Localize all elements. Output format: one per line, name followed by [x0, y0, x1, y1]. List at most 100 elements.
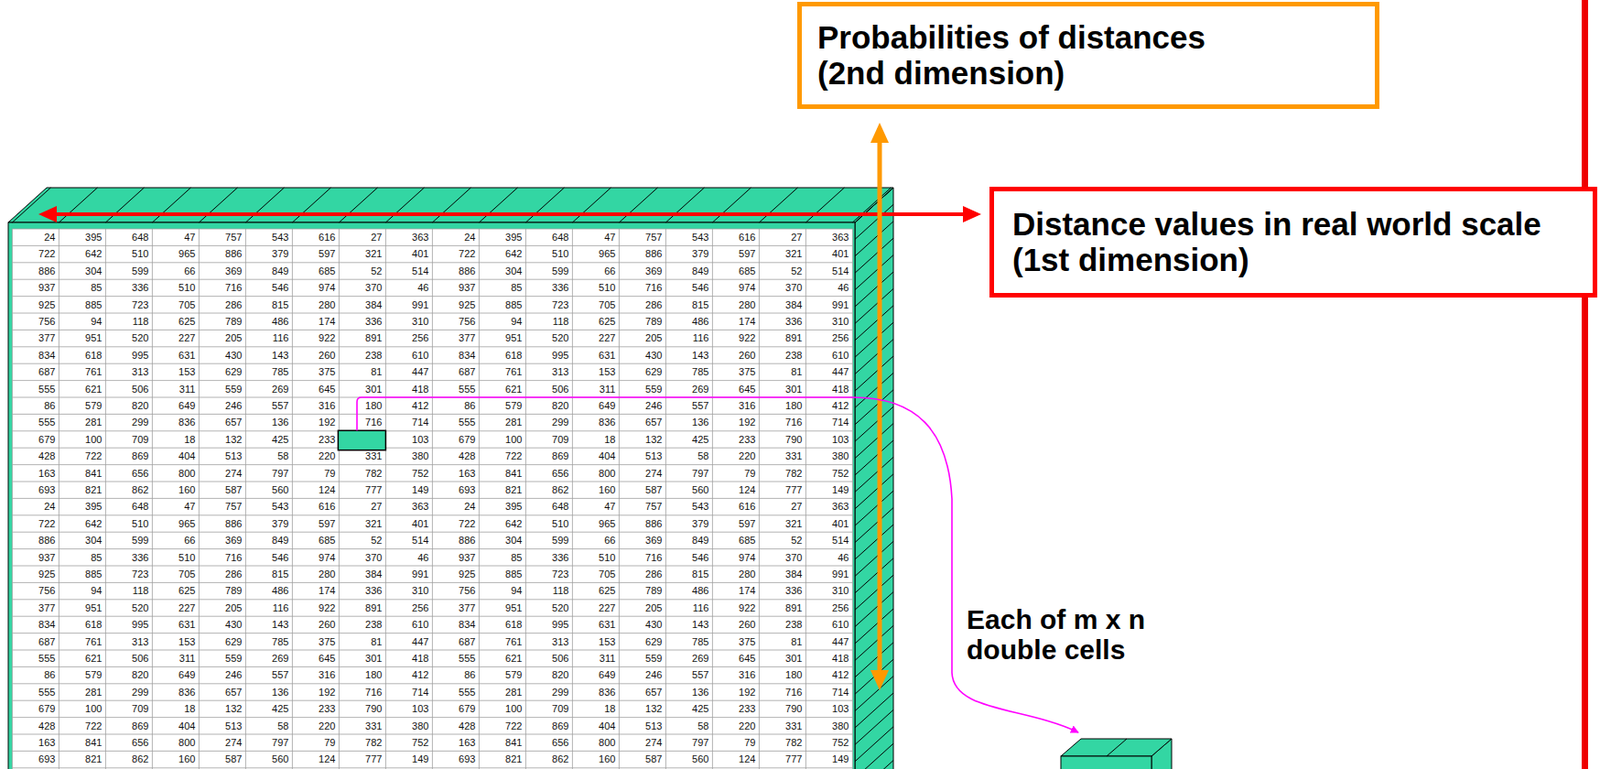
table-cell: 103 [805, 431, 853, 448]
table-cell: 951 [478, 329, 526, 346]
grid-line [712, 228, 714, 769]
table-cell: 311 [151, 380, 199, 398]
table-cell: 951 [58, 329, 106, 346]
table-cell: 597 [291, 515, 339, 532]
table-cell: 310 [805, 313, 853, 330]
grid-line [11, 497, 853, 499]
grid-line [11, 313, 853, 314]
table-cell: 722 [432, 515, 479, 532]
table-cell: 579 [478, 397, 526, 414]
table-cell: 885 [478, 565, 526, 583]
table-cell: 785 [665, 363, 713, 380]
table-cell: 299 [105, 683, 152, 701]
table-cell: 331 [758, 717, 806, 735]
grid-line [11, 767, 853, 768]
table-cell: 891 [338, 329, 386, 346]
table-cell: 991 [385, 296, 433, 314]
table-cell: 974 [712, 549, 759, 566]
table-cell: 58 [665, 447, 713, 465]
table-cell: 722 [58, 717, 106, 735]
table-cell: 965 [151, 515, 199, 532]
face-hatch [854, 187, 894, 223]
table-cell: 85 [58, 279, 106, 296]
face-hatch [618, 187, 658, 223]
table-cell: 797 [245, 464, 292, 482]
table-cell: 834 [11, 616, 59, 633]
table-cell: 81 [758, 633, 806, 650]
table-cell: 370 [338, 279, 386, 296]
table-cell: 205 [198, 599, 246, 617]
table-cell: 597 [712, 515, 759, 532]
table-cell: 546 [245, 279, 292, 296]
table-cell: 280 [712, 296, 759, 314]
table-cell: 246 [198, 666, 246, 683]
table-cell: 313 [525, 363, 573, 380]
table-cell: 238 [338, 616, 386, 633]
face-hatch [151, 187, 191, 223]
table-cell: 559 [618, 380, 666, 398]
table-cell: 256 [385, 329, 433, 346]
table-cell: 336 [338, 582, 386, 599]
table-cell: 543 [665, 228, 713, 246]
table-cell: 370 [758, 549, 806, 566]
table-cell: 336 [758, 313, 806, 330]
grid-line [11, 363, 853, 365]
table-cell: 836 [151, 683, 199, 701]
table-cell: 687 [11, 363, 59, 380]
table-cell: 192 [291, 683, 339, 701]
table-cell: 645 [712, 649, 759, 667]
table-cell: 246 [618, 397, 666, 414]
table-cell: 116 [245, 599, 292, 617]
table-cell: 756 [11, 313, 59, 330]
table-cell: 174 [291, 582, 339, 599]
table-cell: 886 [198, 515, 246, 532]
table-cell: 506 [105, 380, 152, 398]
grid-line [105, 228, 107, 769]
grid-line [11, 666, 853, 668]
table-cell: 301 [338, 649, 386, 667]
table-cell: 220 [712, 447, 759, 465]
table-cell: 100 [478, 700, 526, 717]
table-cell: 163 [432, 734, 479, 751]
table-cell: 227 [572, 599, 619, 617]
table-cell: 629 [618, 633, 666, 650]
table-cell: 370 [758, 279, 806, 296]
table-cell: 789 [618, 313, 666, 330]
table-cell: 301 [758, 649, 806, 667]
table-cell: 233 [712, 700, 759, 717]
table-cell: 153 [572, 633, 619, 650]
table-cell: 886 [198, 245, 246, 262]
table-cell: 192 [291, 413, 339, 431]
table-cell: 281 [478, 683, 526, 701]
table-cell: 299 [525, 413, 573, 431]
face-hatch [291, 187, 331, 223]
table-cell: 599 [525, 531, 573, 549]
table-cell: 513 [198, 717, 246, 735]
table-cell: 649 [151, 666, 199, 683]
grid-line [11, 598, 853, 600]
face-hatch [854, 255, 894, 291]
table-cell: 597 [712, 245, 759, 262]
table-cell: 922 [712, 329, 759, 346]
table-cell: 79 [712, 734, 759, 751]
face-hatch [854, 540, 894, 576]
grid-line [11, 716, 853, 718]
table-cell: 657 [198, 683, 246, 701]
table-cell: 849 [665, 531, 713, 549]
table-cell: 331 [758, 447, 806, 465]
table-cell: 316 [291, 397, 339, 414]
table-cell: 599 [105, 531, 152, 549]
table-cell: 379 [245, 515, 292, 532]
table-cell: 412 [385, 397, 433, 414]
table-cell: 621 [478, 649, 526, 667]
table-cell: 629 [198, 363, 246, 380]
table-cell: 116 [665, 599, 713, 617]
table-cell: 687 [432, 363, 479, 380]
table-cell: 685 [712, 531, 759, 549]
grid-line [11, 464, 853, 465]
table-cell: 238 [758, 346, 806, 364]
face-hatch [854, 305, 894, 341]
table-cell: 965 [572, 245, 619, 262]
table-cell: 81 [338, 633, 386, 650]
table-cell: 587 [618, 481, 666, 498]
